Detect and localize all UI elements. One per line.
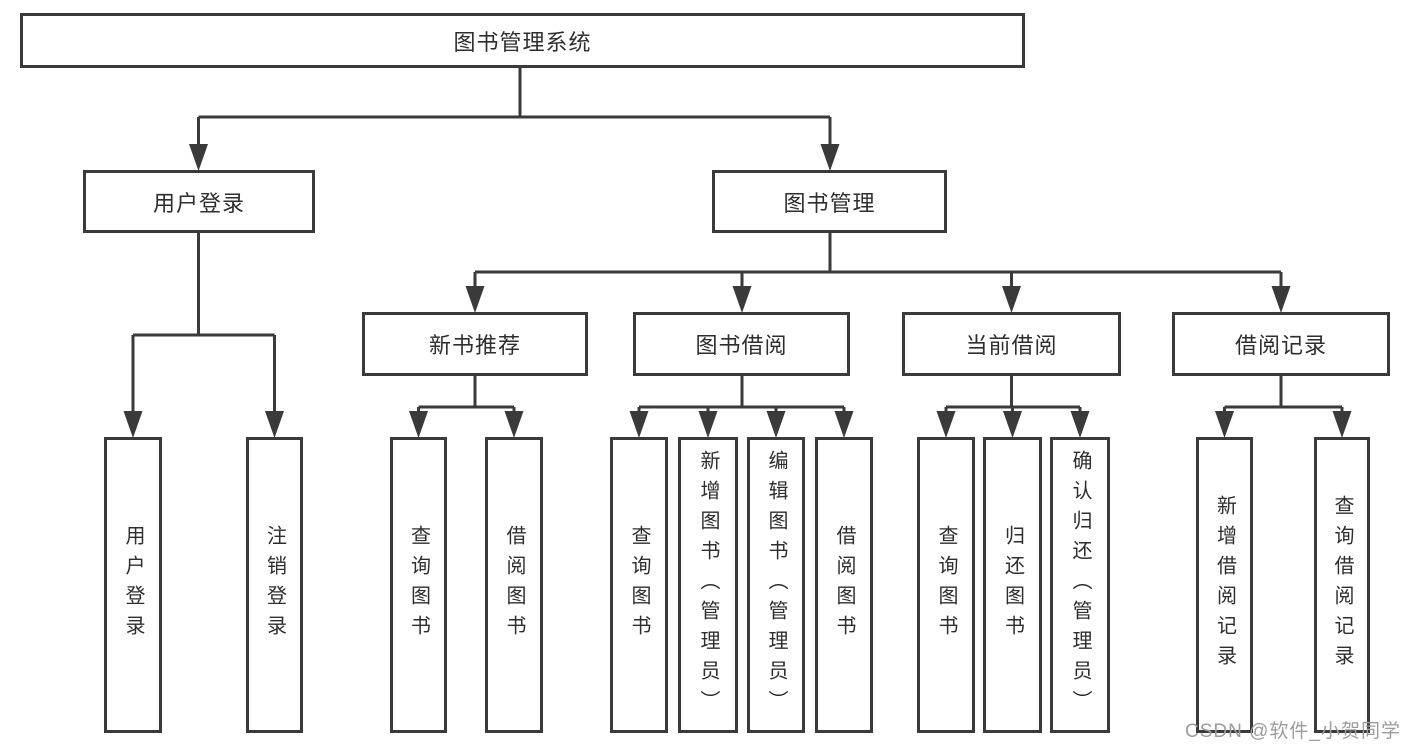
leaf-return-books: 归还图书 [983,437,1042,733]
leaf-query-books-borrow: 查询图书 [610,437,668,733]
leaf-borrow-books: 借阅图书 [815,437,873,733]
connector-root [197,68,832,150]
connector-current-borrow [944,376,1082,416]
watermark: CSDN @软件_小贺同学 [1185,721,1401,742]
node-root: 图书管理系统 [20,13,1025,68]
connector-user-login [131,233,276,416]
leaf-user-login: 用户登录 [104,437,162,733]
leaf-query-books-current: 查询图书 [917,437,975,733]
arrowheads [123,144,1352,438]
node-new-book-recommend: 新书推荐 [362,312,588,376]
node-book-borrow: 图书借阅 [633,312,850,376]
leaf-query-books-recommend: 查询图书 [390,437,447,733]
node-borrow-records: 借阅记录 [1172,312,1390,376]
connector-borrow-records [1223,376,1344,416]
leaf-edit-books-admin: 编辑图书（管理员） [747,437,805,733]
node-user-login: 用户登录 [83,170,315,233]
leaf-borrow-books-recommend: 借阅图书 [485,437,543,733]
leaf-add-borrow-record: 新增借阅记录 [1196,437,1253,733]
connector-new-book-recommend [417,376,516,416]
connector-book-management [473,233,1283,294]
connector-book-borrow [637,376,846,416]
leaf-query-borrow-record: 查询借阅记录 [1314,437,1370,733]
node-book-management: 图书管理 [712,170,947,233]
leaf-add-books-admin: 新增图书（管理员） [678,437,738,733]
leaf-confirm-return-admin: 确认归还（管理员） [1050,437,1110,733]
leaf-logout: 注销登录 [246,437,303,733]
node-current-borrow: 当前借阅 [902,312,1121,376]
